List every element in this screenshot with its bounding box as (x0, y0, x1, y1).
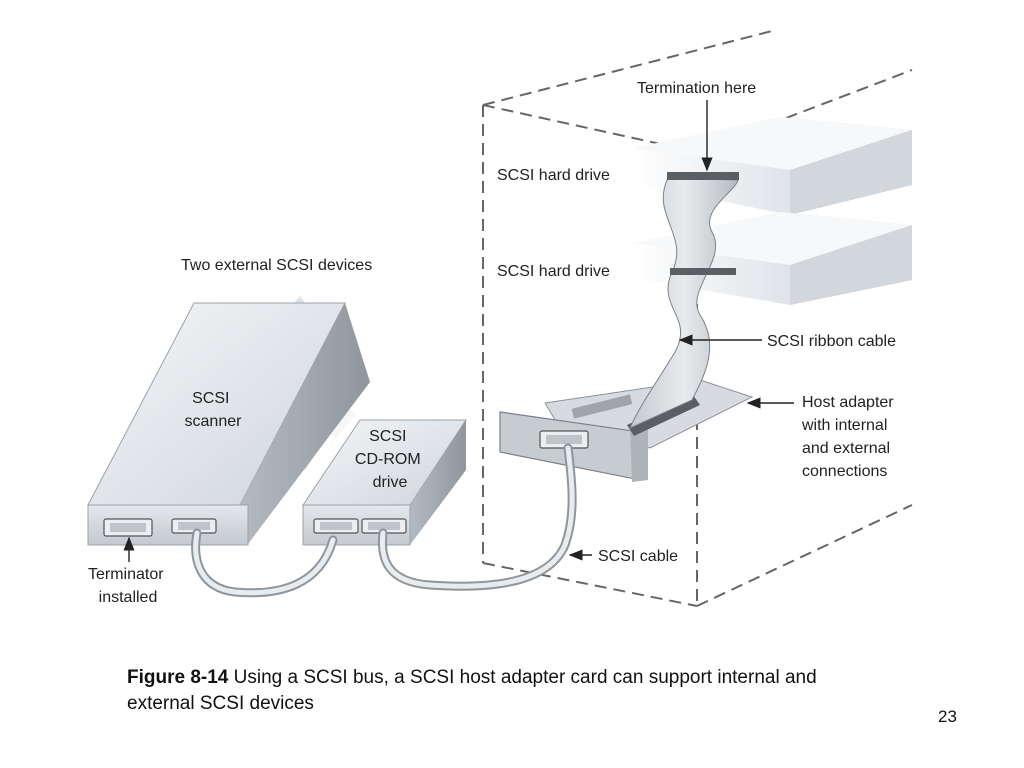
scsi-scanner (87, 296, 370, 546)
scsi-diagram: Termination here SCSI hard drive SCSI ha… (87, 30, 913, 607)
host-adapter-card (499, 379, 754, 482)
external-scsi-cables (191, 443, 577, 598)
label-ribbon-cable: SCSI ribbon cable (767, 333, 896, 350)
label-scsi-cable: SCSI cable (598, 548, 678, 565)
label-scanner: SCSI scanner (185, 390, 243, 430)
label-termination-here: Termination here (637, 80, 756, 97)
label-host-adapter: Host adapter with internal and external … (801, 394, 898, 480)
label-terminator: Terminator installed (88, 566, 168, 606)
ribbon-connector-top (667, 172, 739, 180)
label-two-external-devices: Two external SCSI devices (181, 257, 372, 274)
ribbon-connector-middle (670, 268, 736, 275)
page-number: 23 (938, 707, 957, 726)
figure-id: Figure 8-14 (127, 667, 229, 688)
label-hard-drive-bottom: SCSI hard drive (497, 263, 610, 280)
leader-lines (123, 100, 794, 562)
caption-text: Using a SCSI bus, a SCSI host adapter ca… (127, 667, 817, 714)
label-hard-drive-top: SCSI hard drive (497, 167, 610, 184)
scsi-cdrom-drive (302, 419, 467, 546)
label-cdrom: SCSI CD-ROM drive (355, 428, 425, 491)
figure-caption: Figure 8-14 Using a SCSI bus, a SCSI hos… (127, 665, 867, 717)
